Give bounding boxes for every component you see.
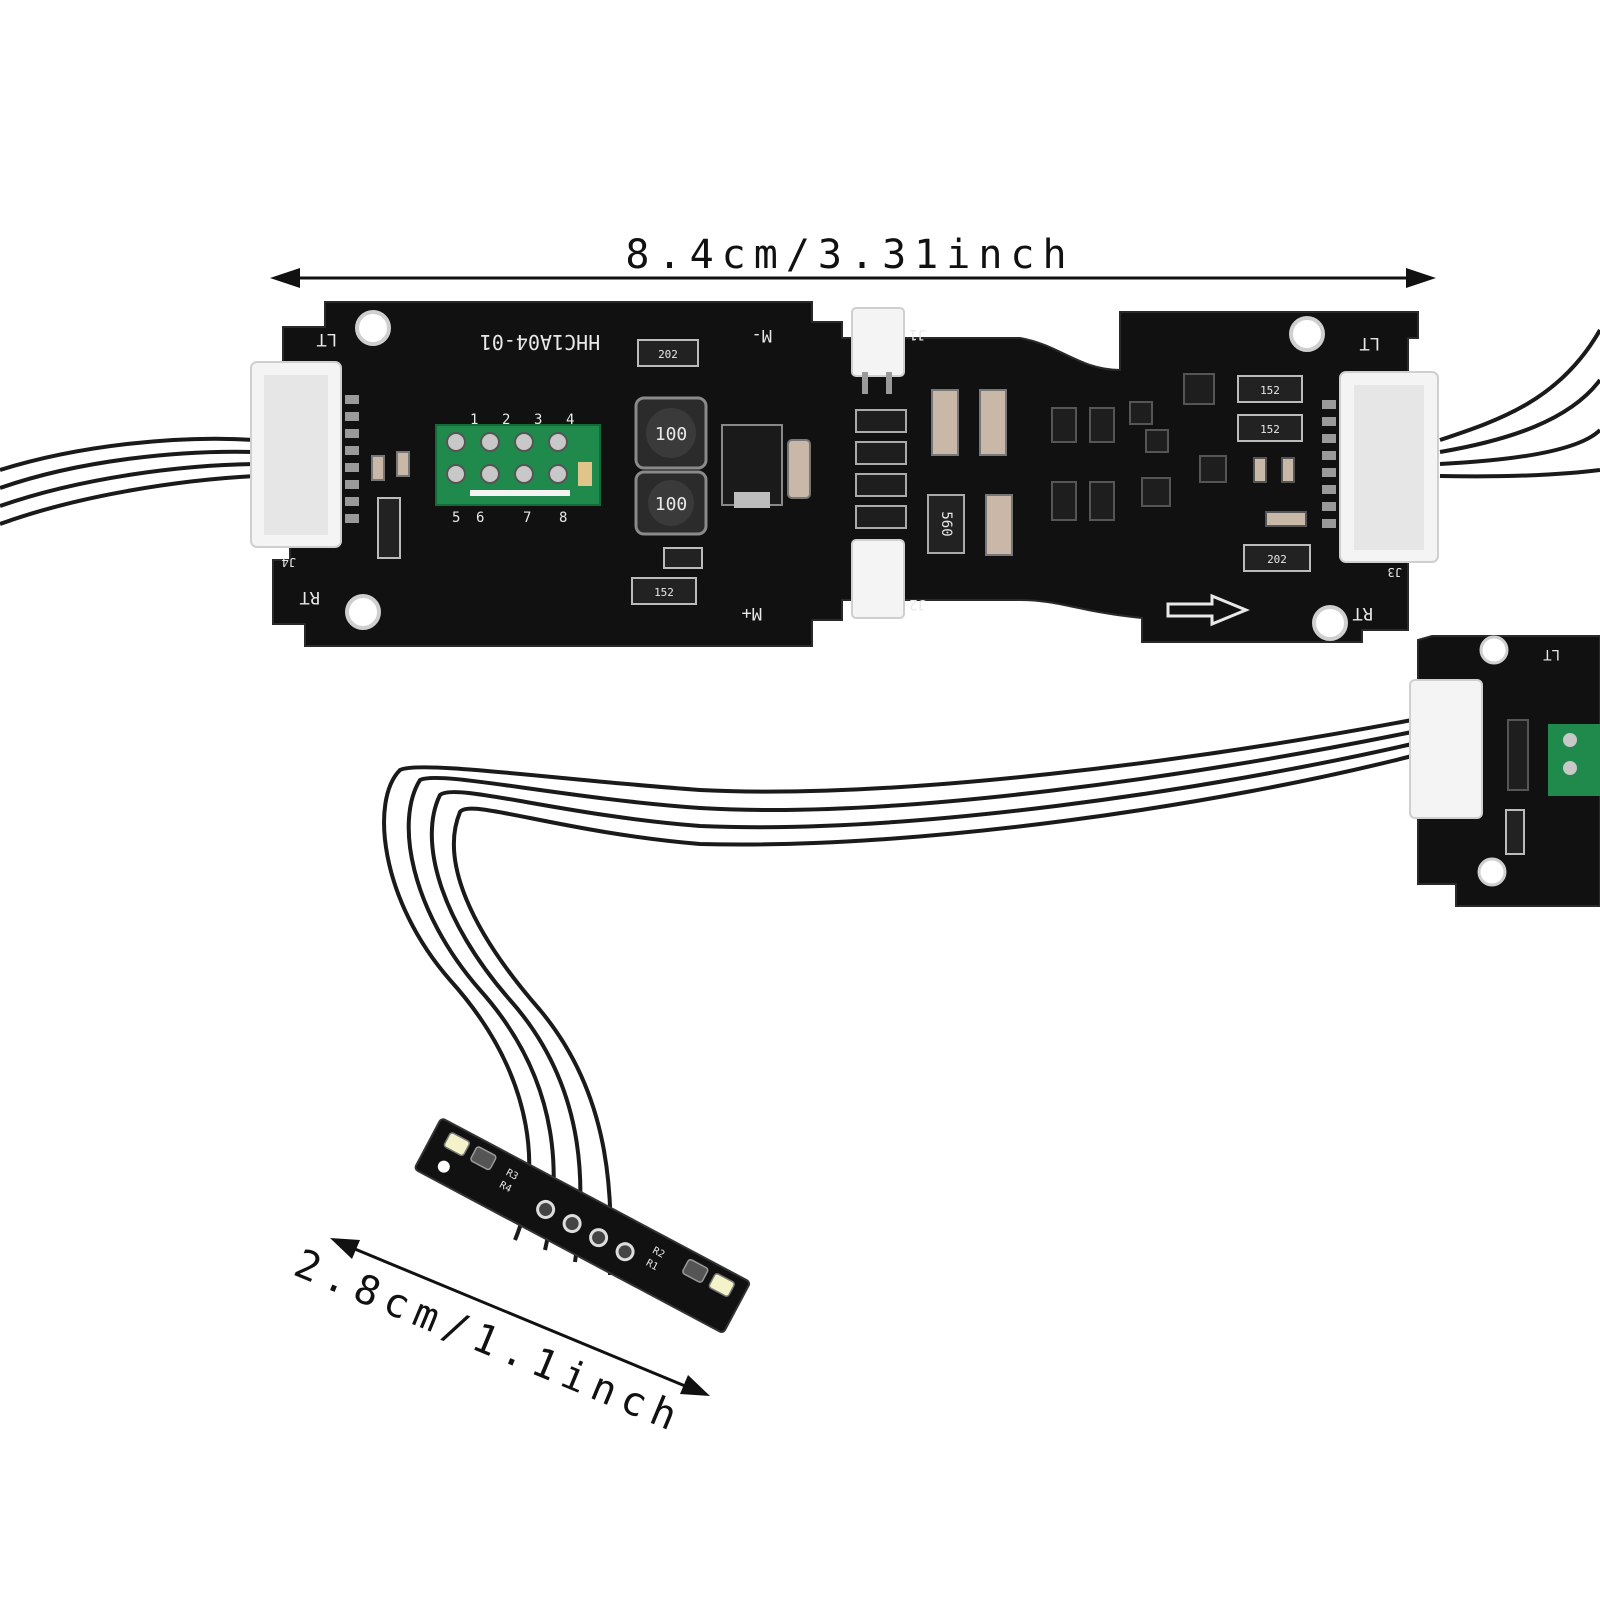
header-pin-2: 2 bbox=[502, 412, 510, 428]
main-dimension-label: 8.4cm/3.31inch bbox=[625, 232, 1074, 278]
header-pin-4: 4 bbox=[566, 412, 574, 428]
main-pcb bbox=[272, 301, 1419, 647]
header-pin-6: 6 bbox=[476, 510, 484, 526]
capacitors bbox=[371, 389, 1013, 556]
corner-label-rt-left: RT bbox=[300, 587, 320, 607]
smd-chips bbox=[1051, 373, 1307, 527]
board-part-number: HHC1A04-01 bbox=[480, 330, 600, 354]
inductor-l2-marking: 100 bbox=[655, 424, 688, 445]
led-label-r4: R4 bbox=[497, 1180, 513, 1195]
header-pin-3: 3 bbox=[534, 412, 542, 428]
main-dimension-arrow bbox=[270, 268, 1436, 288]
inductor-l1: 100 bbox=[634, 470, 708, 536]
led-right bbox=[682, 1258, 735, 1297]
mounting-holes bbox=[345, 310, 1348, 641]
label-j2: J2 bbox=[909, 596, 926, 612]
r2-marking: 152 bbox=[1260, 384, 1280, 397]
corner-label-lt-right: LT bbox=[1360, 333, 1380, 353]
connector-j1 bbox=[851, 307, 905, 394]
motor-pad-plus: M+ bbox=[742, 603, 762, 623]
corner-label-lt-left: LT bbox=[317, 329, 337, 349]
led-label-r1: R1 bbox=[644, 1258, 660, 1273]
left-wire-harness bbox=[0, 436, 256, 526]
r1-marking: 152 bbox=[1260, 423, 1280, 436]
arrow-right-icon bbox=[1166, 593, 1250, 627]
regulator-d21 bbox=[721, 424, 783, 508]
diode-array bbox=[855, 409, 907, 529]
r3-marking: 202 bbox=[658, 348, 678, 361]
resistor-r10: 560 bbox=[927, 494, 965, 554]
connector-j3 bbox=[1322, 371, 1439, 563]
connector-j2 bbox=[851, 539, 905, 619]
led-board: R3 R4 R2 R1 bbox=[414, 1118, 751, 1333]
second-board-label: LT bbox=[1543, 646, 1560, 662]
led-label-r2: R2 bbox=[651, 1245, 667, 1260]
silkscreen-labels: HHC1A04-01 M- M+ LT RT LT RT J1 J2 J3 J4… bbox=[282, 325, 1402, 623]
motor-pad-minus: M- bbox=[752, 325, 772, 345]
header-board bbox=[435, 424, 601, 506]
r6-marking: 202 bbox=[1267, 553, 1287, 566]
header-pin-5: 5 bbox=[452, 510, 460, 526]
corner-label-rt-right: RT bbox=[1353, 603, 1373, 623]
header-pin-1: 1 bbox=[470, 412, 478, 428]
right-wire-harness bbox=[1439, 329, 1600, 479]
led-wire-bundle bbox=[382, 718, 1413, 1276]
led-left bbox=[443, 1132, 497, 1171]
header-pin-8: 8 bbox=[559, 510, 567, 526]
connector-j4 bbox=[250, 361, 359, 548]
label-j3: J3 bbox=[1388, 565, 1402, 579]
inductor-l2: 100 bbox=[634, 396, 708, 470]
inductor-l1-marking: 100 bbox=[655, 494, 688, 515]
led-dimension-arrow bbox=[330, 1238, 710, 1396]
label-j4: J4 bbox=[282, 555, 296, 569]
label-j1: J1 bbox=[909, 326, 926, 342]
r4-marking: 152 bbox=[654, 586, 674, 599]
led-label-r3: R3 bbox=[504, 1167, 520, 1182]
smd-resistors: 202 152 152 152 202 bbox=[377, 339, 1311, 605]
second-pcb-partial: LT bbox=[1409, 635, 1600, 907]
header-pin-7: 7 bbox=[523, 510, 531, 526]
resistor-r10-marking: 560 bbox=[938, 511, 954, 536]
